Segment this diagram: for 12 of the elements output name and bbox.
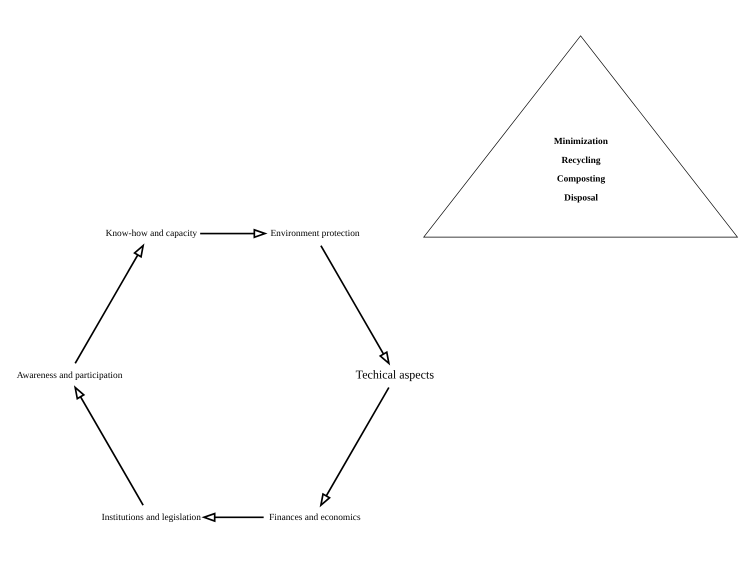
node-text: Techical aspects bbox=[356, 367, 434, 382]
node-text: Awareness and participation bbox=[16, 370, 122, 381]
node-text: Finances and economics bbox=[269, 512, 361, 523]
arrow bbox=[201, 512, 264, 522]
arrow bbox=[320, 245, 390, 366]
arrow bbox=[74, 243, 144, 364]
node-text: Institutions and legislation bbox=[102, 512, 201, 523]
node-text: Environment protection bbox=[270, 229, 360, 240]
arrow bbox=[74, 385, 144, 506]
arrow bbox=[320, 387, 390, 508]
node-text: Know-how and capacity bbox=[106, 229, 198, 240]
arrow bbox=[200, 228, 268, 238]
